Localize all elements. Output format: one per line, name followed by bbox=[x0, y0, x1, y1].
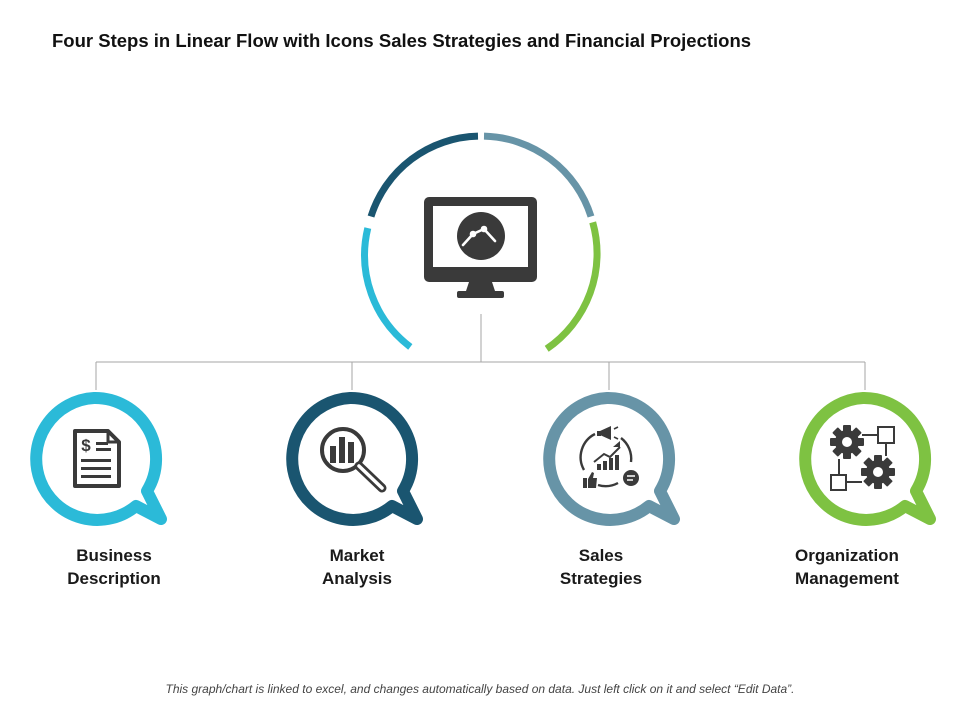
ring-arc-top-right bbox=[483, 132, 595, 218]
monitor-chart-icon bbox=[424, 197, 537, 298]
step-label-line: Description bbox=[67, 569, 161, 588]
step-label-market-analysis: Market Analysis bbox=[257, 544, 457, 590]
speech-bubble-ring bbox=[799, 391, 936, 526]
page-title: Four Steps in Linear Flow with Icons Sal… bbox=[52, 30, 752, 51]
speech-bubble-ring bbox=[30, 391, 167, 526]
speech-bubble-ring bbox=[543, 391, 680, 526]
step-business-description: $ bbox=[30, 391, 167, 526]
step-label-line: Analysis bbox=[322, 569, 392, 588]
ring-arc-right bbox=[544, 221, 601, 352]
gears-flowchart-icon bbox=[830, 425, 895, 491]
step-market-analysis bbox=[286, 391, 423, 526]
step-label-sales-strategies: Sales Strategies bbox=[501, 544, 701, 590]
connector-lines bbox=[95, 314, 866, 390]
step-label-line: Management bbox=[795, 569, 899, 588]
step-label-line: Organization bbox=[795, 546, 899, 565]
step-label-organization-management: Organization Management bbox=[747, 544, 947, 590]
step-label-line: Sales bbox=[578, 546, 624, 565]
step-label-business-description: Business Description bbox=[14, 544, 214, 590]
sales-growth-cycle-icon bbox=[579, 426, 639, 488]
footnote: This graph/chart is linked to excel, and… bbox=[165, 682, 795, 696]
invoice-document-icon: $ bbox=[73, 429, 121, 488]
step-label-line: Strategies bbox=[559, 569, 643, 588]
step-label-line: Business bbox=[76, 546, 152, 565]
svg-text:$: $ bbox=[81, 436, 91, 455]
magnifier-bar-chart-icon bbox=[320, 427, 387, 493]
step-sales-strategies bbox=[543, 391, 680, 526]
step-organization-management bbox=[799, 391, 936, 526]
speech-bubble-ring bbox=[286, 391, 423, 526]
center-ring bbox=[361, 132, 601, 352]
ring-arc-left bbox=[361, 227, 413, 350]
step-label-line: Market bbox=[329, 546, 385, 565]
ring-arc-top-left bbox=[367, 132, 479, 218]
